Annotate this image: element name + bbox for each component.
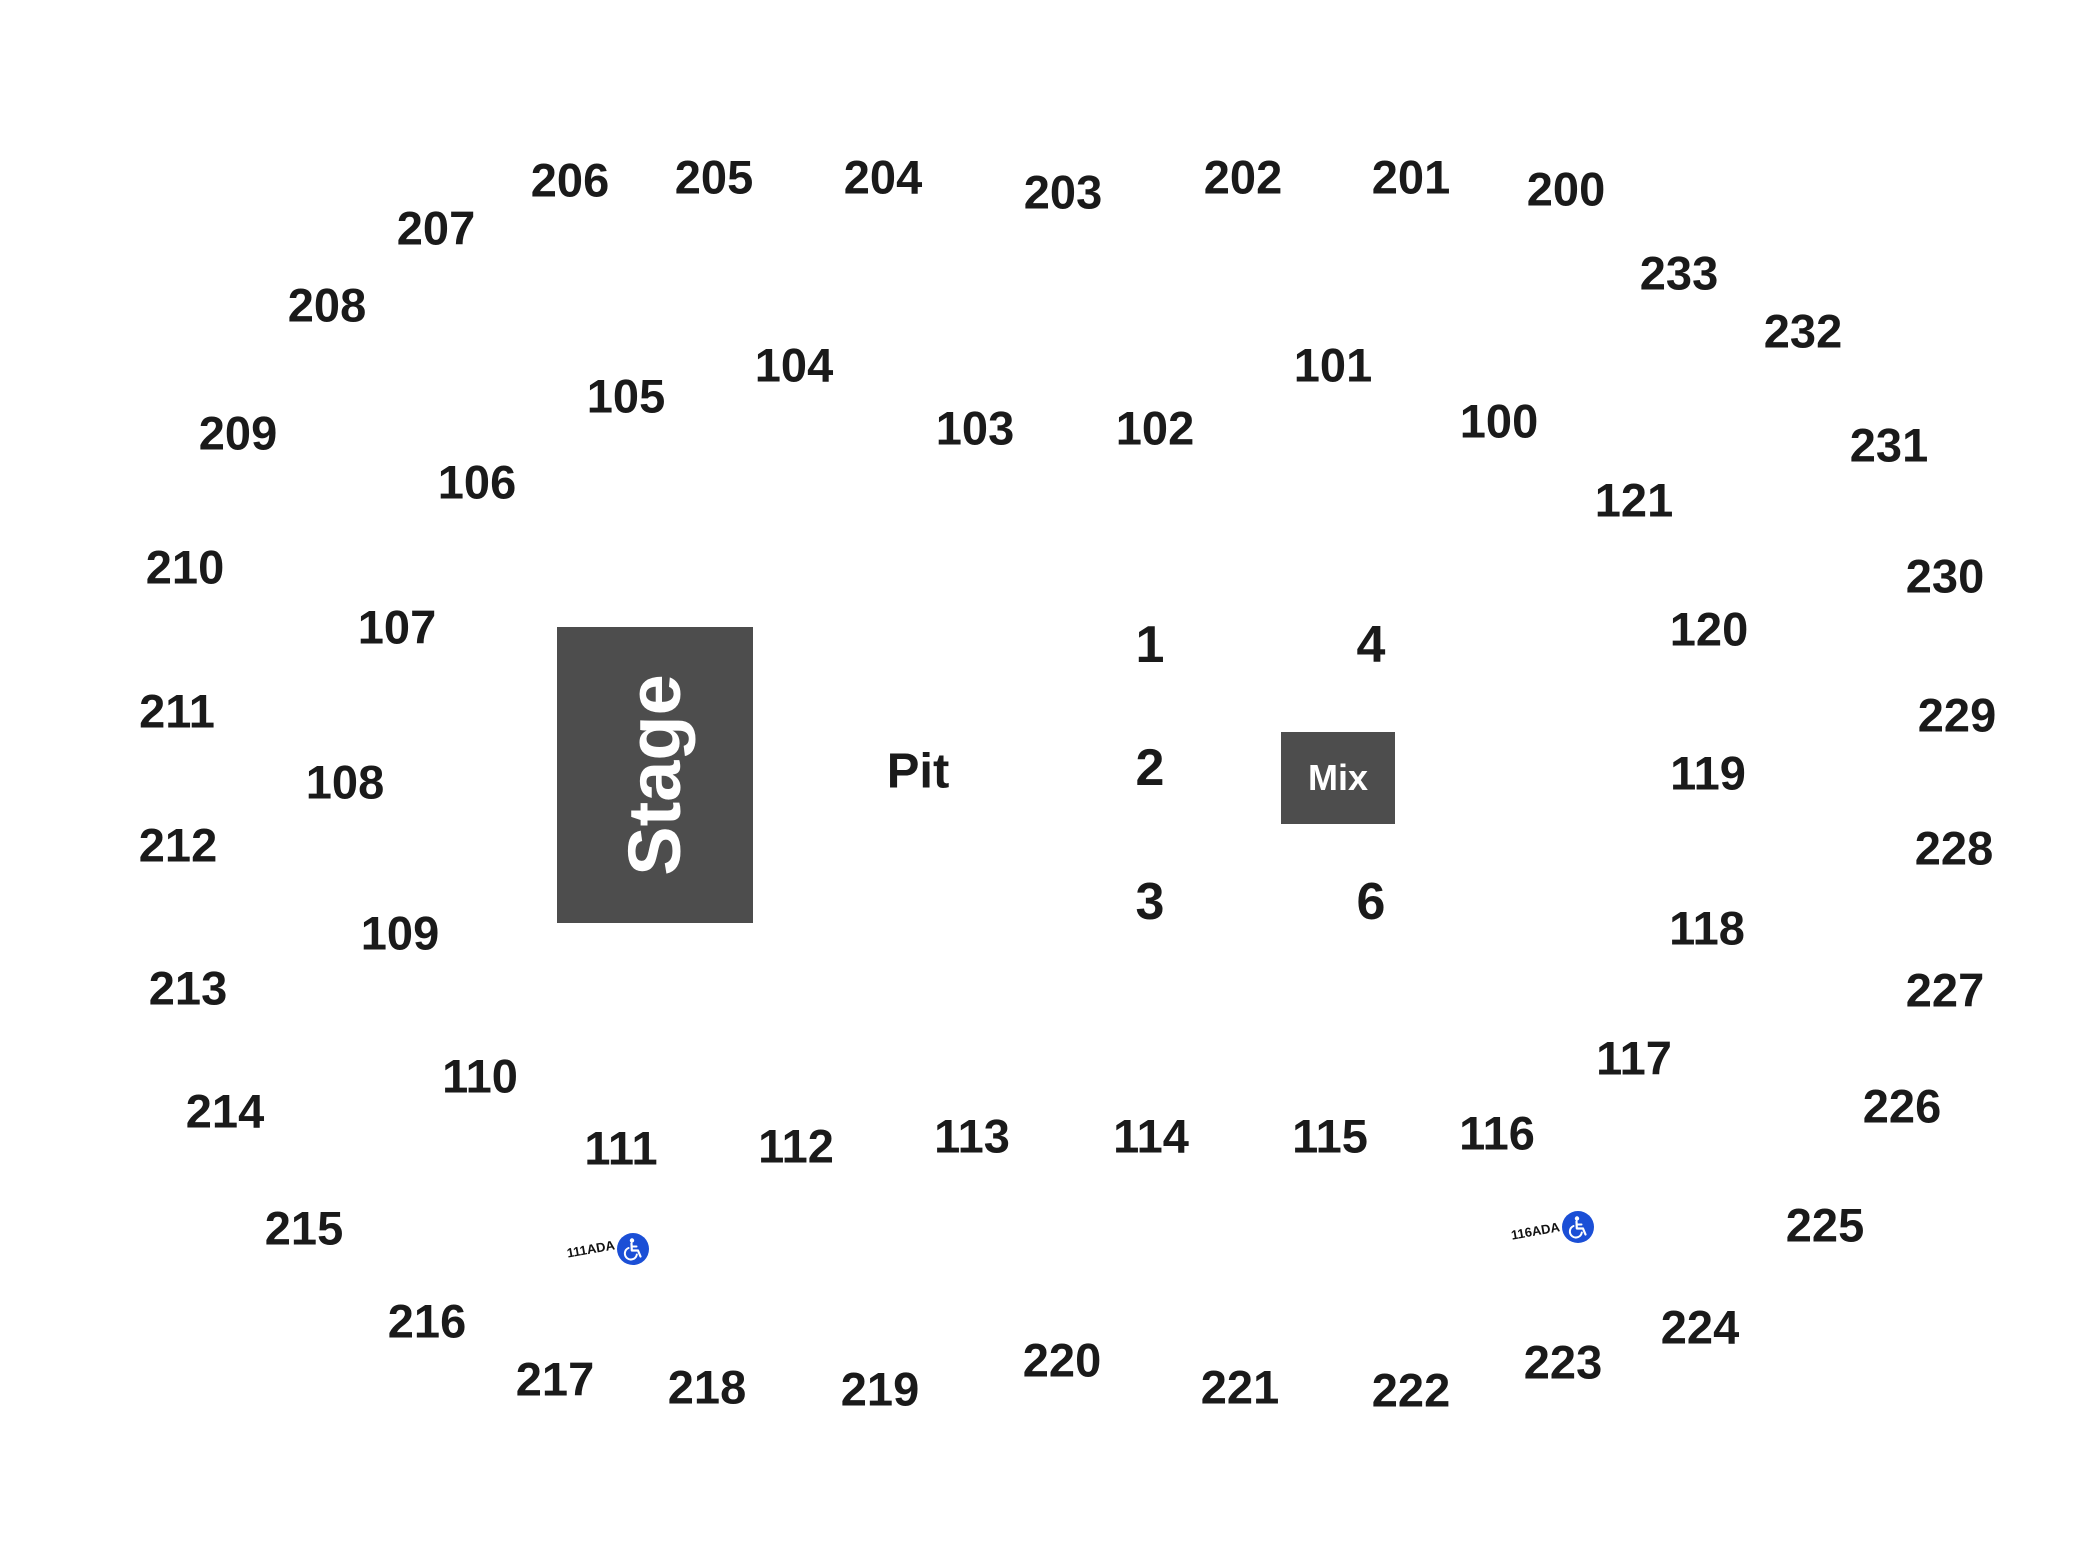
floor-section[interactable]: 3 — [1135, 873, 1165, 931]
section-111[interactable]: 111 — [584, 1121, 658, 1175]
section-227[interactable]: 227 — [1905, 963, 1985, 1017]
section-224[interactable]: 224 — [1660, 1300, 1740, 1354]
section-228[interactable]: 228 — [1914, 821, 1994, 875]
section-112[interactable]: 112 — [758, 1119, 834, 1173]
section-212[interactable]: 212 — [138, 818, 218, 872]
section-116[interactable]: 116 — [1459, 1106, 1535, 1160]
section-118[interactable]: 118 — [1669, 901, 1745, 955]
section-219[interactable]: 219 — [840, 1362, 920, 1416]
section-107[interactable]: 107 — [357, 600, 437, 654]
section-115[interactable]: 115 — [1292, 1109, 1368, 1163]
section-105[interactable]: 105 — [586, 369, 666, 423]
section-225[interactable]: 225 — [1785, 1198, 1865, 1252]
section-121[interactable]: 121 — [1594, 473, 1674, 527]
floor-section[interactable]: 2 — [1135, 739, 1165, 797]
section-211[interactable]: 211 — [139, 684, 215, 738]
mix-block: Mix — [1281, 732, 1395, 824]
section-106[interactable]: 106 — [437, 455, 517, 509]
section-119[interactable]: 119 — [1670, 746, 1746, 800]
section-230[interactable]: 230 — [1905, 549, 1985, 603]
section-220[interactable]: 220 — [1022, 1333, 1102, 1387]
section-108[interactable]: 108 — [305, 755, 385, 809]
section-222[interactable]: 222 — [1371, 1363, 1451, 1417]
ada-label: 116ADA — [1509, 1219, 1561, 1243]
section-202[interactable]: 202 — [1203, 150, 1283, 204]
section-102[interactable]: 102 — [1115, 401, 1195, 455]
section-208[interactable]: 208 — [287, 278, 367, 332]
section-217[interactable]: 217 — [515, 1352, 595, 1406]
section-232[interactable]: 232 — [1763, 304, 1843, 358]
section-213[interactable]: 213 — [148, 961, 228, 1015]
section-114[interactable]: 114 — [1113, 1109, 1189, 1163]
section-201[interactable]: 201 — [1371, 150, 1451, 204]
section-113[interactable]: 113 — [934, 1109, 1010, 1163]
section-117[interactable]: 117 — [1596, 1031, 1672, 1085]
section-100[interactable]: 100 — [1459, 394, 1539, 448]
section-203[interactable]: 203 — [1023, 165, 1103, 219]
floor-section[interactable]: 6 — [1356, 873, 1386, 931]
section-226[interactable]: 226 — [1862, 1079, 1942, 1133]
section-210[interactable]: 210 — [145, 540, 225, 594]
section-233[interactable]: 233 — [1639, 246, 1719, 300]
section-214[interactable]: 214 — [185, 1084, 265, 1138]
section-216[interactable]: 216 — [387, 1294, 467, 1348]
section-205[interactable]: 205 — [674, 150, 754, 204]
stage-block: Stage — [557, 627, 753, 923]
floor-section[interactable]: 1 — [1135, 616, 1165, 674]
stage-label: Stage — [613, 674, 696, 876]
section-209[interactable]: 209 — [198, 406, 278, 460]
section-215[interactable]: 215 — [264, 1201, 344, 1255]
section-229[interactable]: 229 — [1917, 688, 1997, 742]
section-103[interactable]: 103 — [935, 401, 1015, 455]
floor-section[interactable]: 4 — [1356, 616, 1386, 674]
wheelchair-icon — [617, 1233, 649, 1265]
ada-label: 111ADA — [565, 1237, 616, 1261]
section-218[interactable]: 218 — [667, 1360, 747, 1414]
mix-label: Mix — [1307, 757, 1369, 798]
section-120[interactable]: 120 — [1669, 602, 1749, 656]
section-110[interactable]: 110 — [442, 1049, 518, 1103]
section-207[interactable]: 207 — [396, 201, 476, 255]
section-221[interactable]: 221 — [1200, 1360, 1280, 1414]
section-101[interactable]: 101 — [1293, 338, 1373, 392]
section-206[interactable]: 206 — [530, 153, 610, 207]
section-104[interactable]: 104 — [754, 338, 834, 392]
section-231[interactable]: 231 — [1849, 418, 1929, 472]
section-223[interactable]: 223 — [1523, 1335, 1603, 1389]
section-109[interactable]: 109 — [360, 906, 440, 960]
section-200[interactable]: 200 — [1526, 162, 1606, 216]
wheelchair-icon — [1562, 1211, 1594, 1243]
section-pit[interactable]: Pit — [886, 744, 950, 799]
section-204[interactable]: 204 — [843, 150, 923, 204]
